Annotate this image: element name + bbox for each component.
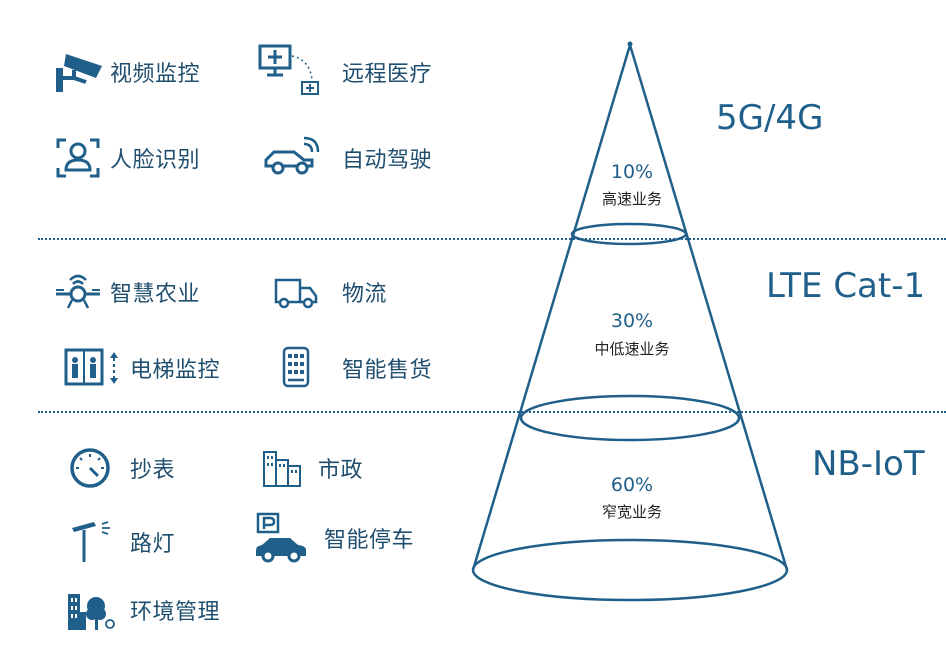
app-smart-vending: 智能售货: [270, 346, 432, 390]
street-light-icon: [64, 520, 116, 564]
app-face-recognition: 人脸识别: [52, 136, 200, 180]
app-label: 人脸识别: [110, 148, 201, 173]
app-environment-management: 环境管理: [64, 588, 220, 632]
app-label: 环境管理: [130, 600, 221, 625]
app-street-lights: 路灯: [64, 520, 175, 564]
smart-parking-car-icon: [252, 512, 312, 564]
app-smart-agriculture: 智慧农业: [52, 270, 200, 314]
tier-1-service: 高速业务: [602, 190, 662, 208]
surveillance-camera-icon: [52, 50, 104, 94]
cone-left-edge: [471, 44, 632, 571]
connected-car-icon: [262, 136, 322, 180]
app-video-surveillance: 视频监控: [52, 50, 200, 94]
tier-3-share: 60%: [611, 474, 653, 496]
app-label: 抄表: [130, 458, 176, 483]
tier-2-technology: LTE Cat-1: [766, 266, 926, 306]
app-label: 远程医疗: [342, 62, 433, 87]
vending-machine-icon: [270, 346, 322, 390]
app-label: 市政: [318, 458, 364, 483]
tier-3-service: 窄宽业务: [602, 503, 662, 521]
cone-ring-middle: [519, 394, 741, 442]
delivery-truck-icon: [270, 270, 322, 314]
city-buildings-icon: [256, 446, 308, 490]
app-logistics: 物流: [270, 270, 387, 314]
tier-3-technology: NB-IoT: [812, 444, 925, 484]
app-label: 物流: [342, 282, 388, 307]
app-telemedicine: 远程医疗: [256, 44, 433, 95]
cone-apex: [627, 41, 633, 47]
app-label: 智能售货: [342, 358, 433, 383]
cone-ring-bottom: [471, 538, 789, 602]
meter-gauge-icon: [64, 446, 116, 490]
cone-ring-top: [570, 222, 688, 246]
app-autonomous-driving: 自动驾驶: [262, 136, 432, 180]
environment-building-tree-icon: [64, 588, 116, 632]
app-label: 智能停车: [324, 528, 415, 553]
app-label: 智慧农业: [110, 282, 201, 307]
app-elevator-monitoring: 电梯监控: [62, 346, 220, 390]
cone-right-edge: [628, 44, 789, 571]
telemedicine-monitor-icon: [256, 44, 326, 95]
app-label: 视频监控: [110, 62, 201, 87]
tier-divider-2: [38, 411, 946, 413]
app-smart-parking: 智能停车: [252, 512, 415, 563]
app-meter-reading: 抄表: [64, 446, 175, 490]
app-label: 自动驾驶: [342, 148, 433, 173]
tier-2-service: 中低速业务: [594, 340, 669, 358]
app-label: 电梯监控: [130, 358, 221, 383]
app-label: 路灯: [130, 532, 176, 557]
elevator-icon: [62, 346, 124, 390]
tier-1-share: 10%: [611, 161, 653, 183]
tier-2-share: 30%: [611, 310, 653, 332]
face-recognition-icon: [52, 136, 104, 180]
tier-1-technology: 5G/4G: [716, 98, 824, 138]
agriculture-drone-icon: [52, 270, 104, 314]
app-municipal: 市政: [256, 446, 363, 490]
tier-divider-1: [38, 238, 946, 240]
